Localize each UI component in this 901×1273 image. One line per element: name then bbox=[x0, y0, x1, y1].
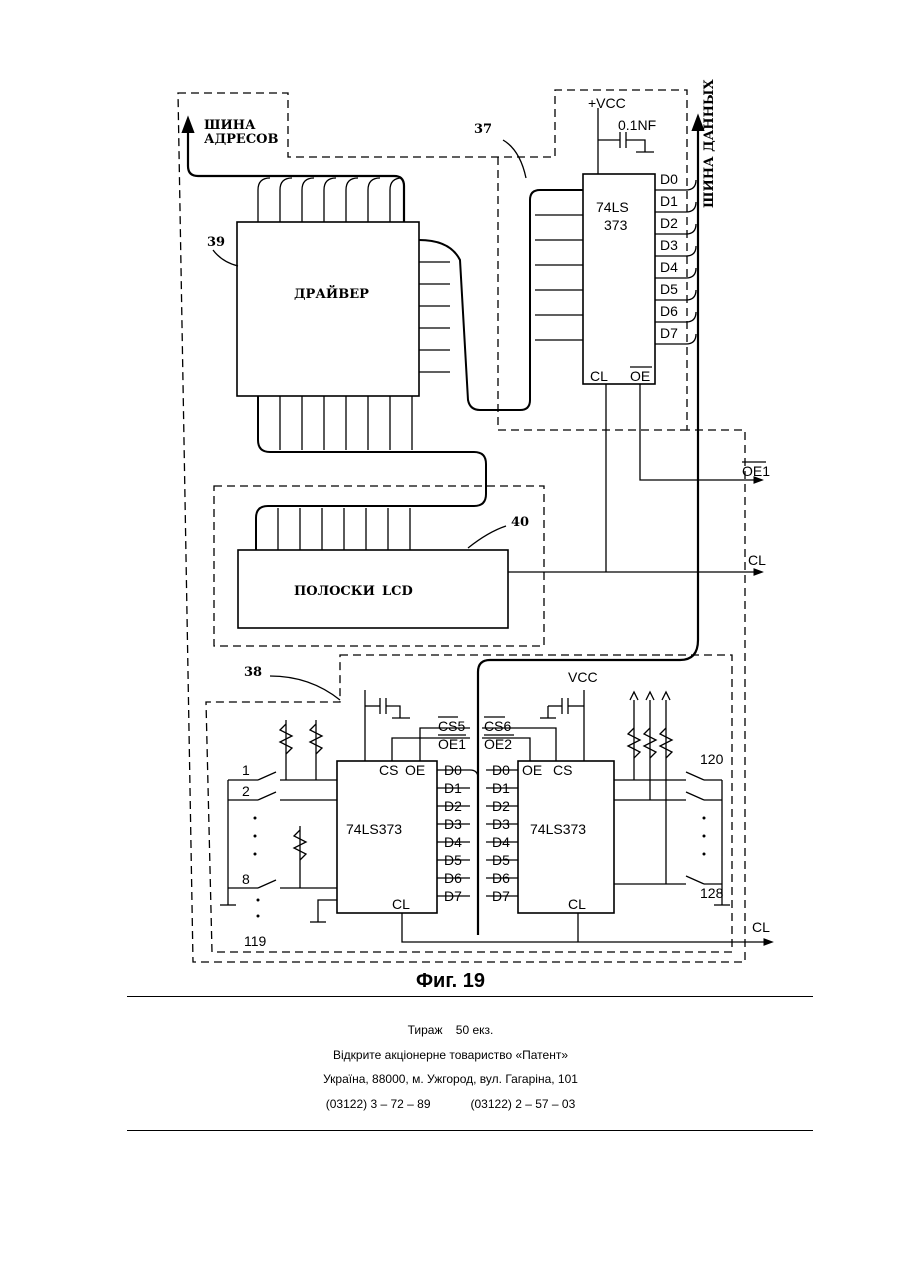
latch-top-oe: OE bbox=[630, 368, 650, 384]
circulation: Тираж 50 екз. bbox=[0, 1018, 901, 1043]
svg-text:D6: D6 bbox=[660, 303, 678, 319]
svg-text:D1: D1 bbox=[660, 193, 678, 209]
phone-2: (03122) 2 – 57 – 03 bbox=[471, 1097, 576, 1111]
latch-left-cl: CL bbox=[392, 896, 410, 912]
latch-left-pins: D0 D1 D2 D3 D4 D5 D6 D7 bbox=[444, 762, 462, 904]
lcd-label: LCD bbox=[382, 584, 413, 599]
svg-text:D2: D2 bbox=[492, 798, 510, 814]
svg-text:D6: D6 bbox=[492, 870, 510, 886]
address-bus-label: ШИНА bbox=[204, 118, 256, 133]
lcd-strips-label: ПОЛОСКИ bbox=[294, 584, 375, 599]
bottom-rule bbox=[127, 1130, 813, 1131]
svg-text:D0: D0 bbox=[444, 762, 462, 778]
key-2-label: 2 bbox=[242, 783, 250, 799]
svg-text:D1: D1 bbox=[444, 780, 462, 796]
latch-right-cs: CS bbox=[553, 762, 572, 778]
publisher: Відкрите акціонерне товариство «Патент» bbox=[0, 1043, 901, 1068]
svg-text:D4: D4 bbox=[660, 259, 678, 275]
latch-left-cs: CS bbox=[379, 762, 398, 778]
cl-mid-label: CL bbox=[748, 552, 766, 568]
oe1-top-label: OE1 bbox=[742, 463, 770, 479]
ref-40: 40 bbox=[511, 515, 529, 530]
ellipsis-dots bbox=[254, 817, 706, 918]
key-128-label: 128 bbox=[700, 885, 724, 901]
latch-top-label-2: 373 bbox=[604, 217, 628, 233]
driver-box bbox=[237, 222, 419, 396]
capacitor-label: 0.1NF bbox=[618, 117, 656, 133]
key-119-label: 119 bbox=[244, 933, 267, 949]
cl-bottom-label: CL bbox=[752, 919, 770, 935]
svg-text:D0: D0 bbox=[492, 762, 510, 778]
svg-text:D3: D3 bbox=[492, 816, 510, 832]
svg-text:D5: D5 bbox=[660, 281, 678, 297]
latch-right-pins: D0 D1 D2 D3 D4 D5 D6 D7 bbox=[492, 762, 510, 904]
latch-top-label-1: 74LS bbox=[596, 199, 629, 215]
svg-text:D1: D1 bbox=[492, 780, 510, 796]
ref-37: 37 bbox=[474, 122, 492, 137]
oe1-label: OE1 bbox=[438, 736, 466, 752]
cs5-label: CS5 bbox=[438, 718, 465, 734]
oe2-label: OE2 bbox=[484, 736, 512, 752]
svg-text:D5: D5 bbox=[444, 852, 462, 868]
latch-left-oe: OE bbox=[405, 762, 425, 778]
svg-text:D7: D7 bbox=[492, 888, 510, 904]
svg-text:D2: D2 bbox=[660, 215, 678, 231]
latch-left-box bbox=[337, 761, 437, 913]
circuit-diagram: ШИНА АДРЕСОВ ШИНА ДАННЫХ +VCC 0.1NF 37 3… bbox=[0, 0, 901, 970]
address: Україна, 88000, м. Ужгород, вул. Гагарін… bbox=[0, 1067, 901, 1092]
block-37-frame bbox=[498, 157, 687, 430]
vcc-bottom-label: VCC bbox=[568, 669, 598, 685]
svg-text:АДРЕСОВ: АДРЕСОВ bbox=[204, 132, 279, 147]
figure-caption: Фиг. 19 bbox=[0, 970, 901, 993]
vcc-top-label: +VCC bbox=[588, 95, 626, 111]
latch-right-box bbox=[518, 761, 614, 913]
svg-text:D0: D0 bbox=[660, 171, 678, 187]
svg-text:D4: D4 bbox=[444, 834, 462, 850]
ref-38: 38 bbox=[244, 665, 262, 680]
svg-text:D5: D5 bbox=[492, 852, 510, 868]
data-bus-label: ШИНА ДАННЫХ bbox=[702, 79, 717, 208]
latch-right-oe: OE bbox=[522, 762, 542, 778]
publication-footer: Тираж 50 екз. Відкрите акціонерне товари… bbox=[0, 1018, 901, 1116]
latch-right-label: 74LS373 bbox=[530, 821, 586, 837]
phones: (03122) 3 – 72 – 89 (03122) 2 – 57 – 03 bbox=[0, 1092, 901, 1117]
key-8-label: 8 bbox=[242, 871, 250, 887]
svg-text:D2: D2 bbox=[444, 798, 462, 814]
driver-label: ДРАЙВЕР bbox=[294, 285, 369, 302]
latch-left-label: 74LS373 bbox=[346, 821, 402, 837]
cs6-label: CS6 bbox=[484, 718, 511, 734]
svg-text:D7: D7 bbox=[444, 888, 462, 904]
latch-top-cl: CL bbox=[590, 368, 608, 384]
key-1-label: 1 bbox=[242, 762, 250, 778]
svg-text:D7: D7 bbox=[660, 325, 678, 341]
svg-text:D3: D3 bbox=[444, 816, 462, 832]
top-rule bbox=[127, 996, 813, 997]
svg-text:D3: D3 bbox=[660, 237, 678, 253]
phone-1: (03122) 3 – 72 – 89 bbox=[326, 1097, 431, 1111]
key-120-label: 120 bbox=[700, 751, 724, 767]
ref-39: 39 bbox=[207, 235, 225, 250]
svg-text:D4: D4 bbox=[492, 834, 510, 850]
latch-right-cl: CL bbox=[568, 896, 586, 912]
block-40-frame bbox=[214, 486, 544, 646]
svg-text:D6: D6 bbox=[444, 870, 462, 886]
